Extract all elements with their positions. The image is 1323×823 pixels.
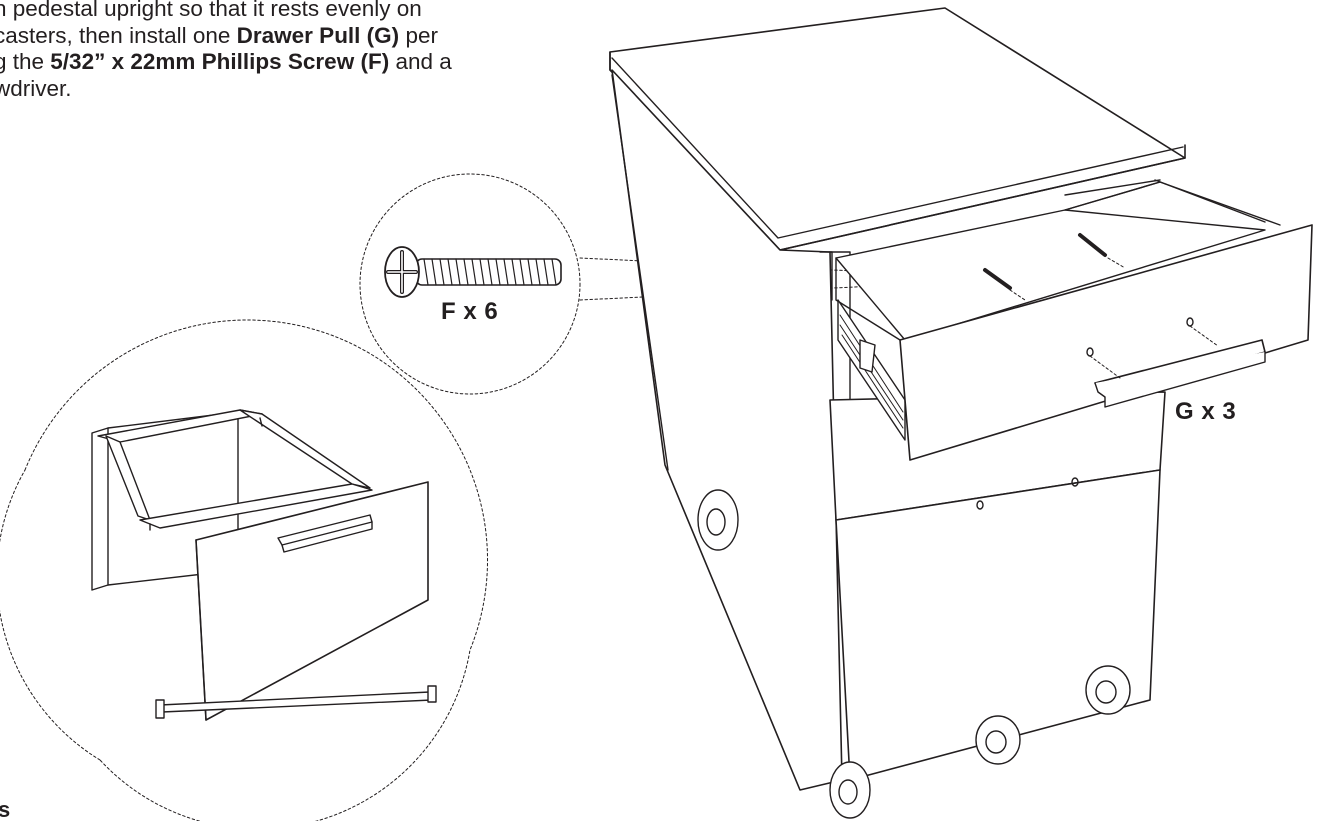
- instruction-segment: casters, then install one: [0, 22, 237, 48]
- instruction-line-4: wdriver.: [0, 76, 634, 103]
- cropped-edge-text: s: [0, 797, 11, 822]
- caster-wheel: [975, 715, 1021, 765]
- screw-quantity-label: F x 6: [441, 298, 499, 325]
- drawer-front-panel: [195, 481, 429, 721]
- caster-wheel: [829, 761, 871, 819]
- screw-part-label: 5/32” x 22mm Phillips Screw (F): [50, 49, 390, 74]
- caster-wheel: [1085, 665, 1131, 715]
- pull-quantity-label: G x 3: [1175, 398, 1237, 425]
- caster-wheel: [697, 489, 739, 551]
- open-top-drawer: [835, 179, 1313, 461]
- instruction-segment: g the: [0, 49, 45, 74]
- instruction-segment: n pedestal upright so that it rests even…: [0, 0, 422, 21]
- screw-in-drawer: [983, 268, 1012, 290]
- drawer-rod: [159, 691, 433, 713]
- pull-hole: [1071, 477, 1079, 487]
- drawer-pull-part-label: Drawer Pull (G): [236, 22, 400, 48]
- drawer-detail-circle: [24, 319, 488, 821]
- drawer-detail-callout: [0, 319, 488, 821]
- drawer-box-illustration: [91, 409, 437, 721]
- top-drawer-front: [899, 224, 1313, 461]
- instruction-line-2: casters, then install one Drawer Pull (G…: [0, 23, 634, 50]
- pull-hole: [976, 500, 984, 510]
- instruction-line-3: g the 5/32” x 22mm Phillips Screw (F) an…: [0, 49, 634, 76]
- screw-detail-circle: [359, 173, 581, 395]
- instruction-segment: wdriver.: [0, 75, 72, 101]
- instruction-text: n pedestal upright so that it rests even…: [0, 0, 634, 102]
- screw-in-drawer: [1078, 233, 1107, 257]
- instruction-line-1: n pedestal upright so that it rests even…: [0, 0, 634, 23]
- pedestal-cabinet: [609, 7, 1313, 819]
- instruction-segment: per: [399, 22, 438, 48]
- lower-drawer-front-2: [835, 469, 1161, 781]
- instruction-segment: and a: [389, 49, 452, 74]
- phillips-screw-icon: [384, 246, 562, 298]
- screw-thread: [423, 258, 557, 286]
